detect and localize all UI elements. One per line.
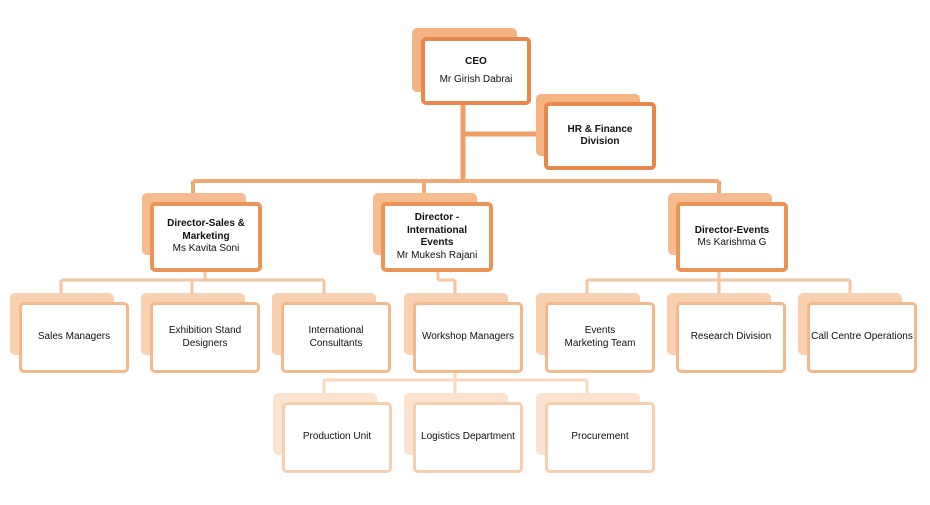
director-events-name: Ms Karishma G <box>697 237 767 248</box>
sales-managers-label: Sales Managers <box>37 331 111 343</box>
events-marketing-label: Events Marketing Team <box>564 325 636 349</box>
exhibition-label: Exhibition Stand Designers <box>168 325 242 349</box>
director-intl-label: Director - International Events Mr Mukes… <box>385 209 489 265</box>
director-sales-name: Ms Kavita Soni <box>172 243 240 255</box>
ceo-title: CEO <box>465 55 487 67</box>
procurement-label: Procurement <box>571 431 629 443</box>
production-label: Production Unit <box>302 431 372 443</box>
call-centre-label: Call Centre Operations <box>811 331 913 343</box>
director-sales-label: Director-Sales & Marketing Ms Kavita Son… <box>154 215 258 259</box>
hr-title: HR & Finance Division <box>567 123 633 148</box>
logistics-label: Logistics Department <box>421 431 515 443</box>
consultants-label: International Consultants <box>308 325 364 349</box>
ceo-name: Mr Girish Dabrai <box>439 74 513 85</box>
director-events-label: Director-Events Ms Karishma G <box>689 221 775 253</box>
director-intl-title: Director - International Events <box>406 212 467 248</box>
research-label: Research Division <box>690 331 772 343</box>
workshop-label: Workshop Managers <box>421 331 515 343</box>
director-intl-name: Mr Mukesh Rajani <box>396 249 478 261</box>
director-sales-title: Director-Sales & Marketing <box>167 218 245 242</box>
director-events-title: Director-Events <box>694 224 770 236</box>
